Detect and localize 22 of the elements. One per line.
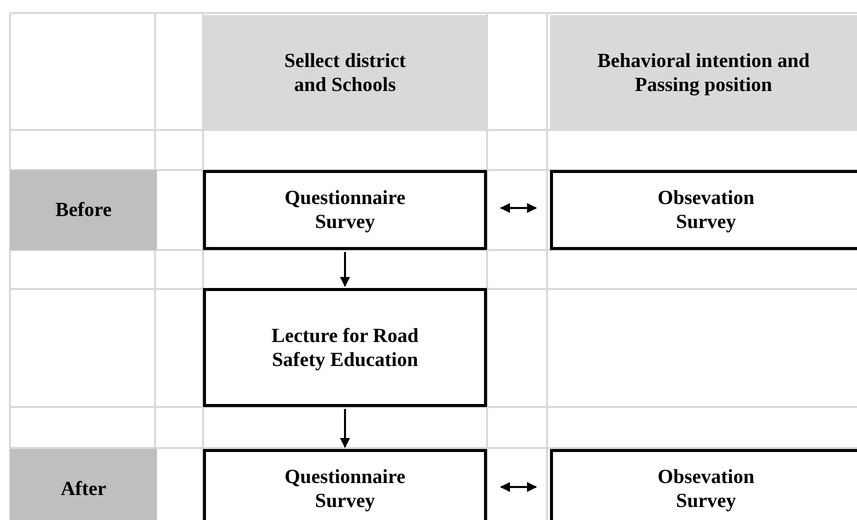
process-box — [550, 170, 857, 250]
phase-label-cell — [10, 170, 157, 250]
process-box — [203, 170, 487, 250]
box-label: Obsevation Survey — [656, 186, 756, 234]
phase-label-cell — [10, 449, 157, 520]
box-label: Behavioral intention and Passing position — [596, 48, 811, 96]
box-label: Lecture for Road Safety Education — [270, 324, 420, 372]
box-label: Questionnaire Survey — [284, 465, 406, 513]
process-box — [550, 449, 857, 520]
double-arrow — [500, 482, 537, 492]
process-box — [203, 449, 487, 520]
arrow — [340, 252, 350, 287]
box-label: Obsevation Survey — [656, 465, 756, 513]
arrow — [340, 409, 350, 448]
box-label: Sellect district and Schools — [283, 48, 407, 96]
header-cell — [203, 15, 487, 130]
phase-label: Before — [54, 198, 113, 222]
phase-label: After — [60, 477, 108, 501]
process-box — [203, 288, 487, 407]
header-cell — [550, 15, 857, 130]
double-arrow — [500, 203, 537, 213]
box-label: Questionnaire Survey — [284, 186, 406, 234]
